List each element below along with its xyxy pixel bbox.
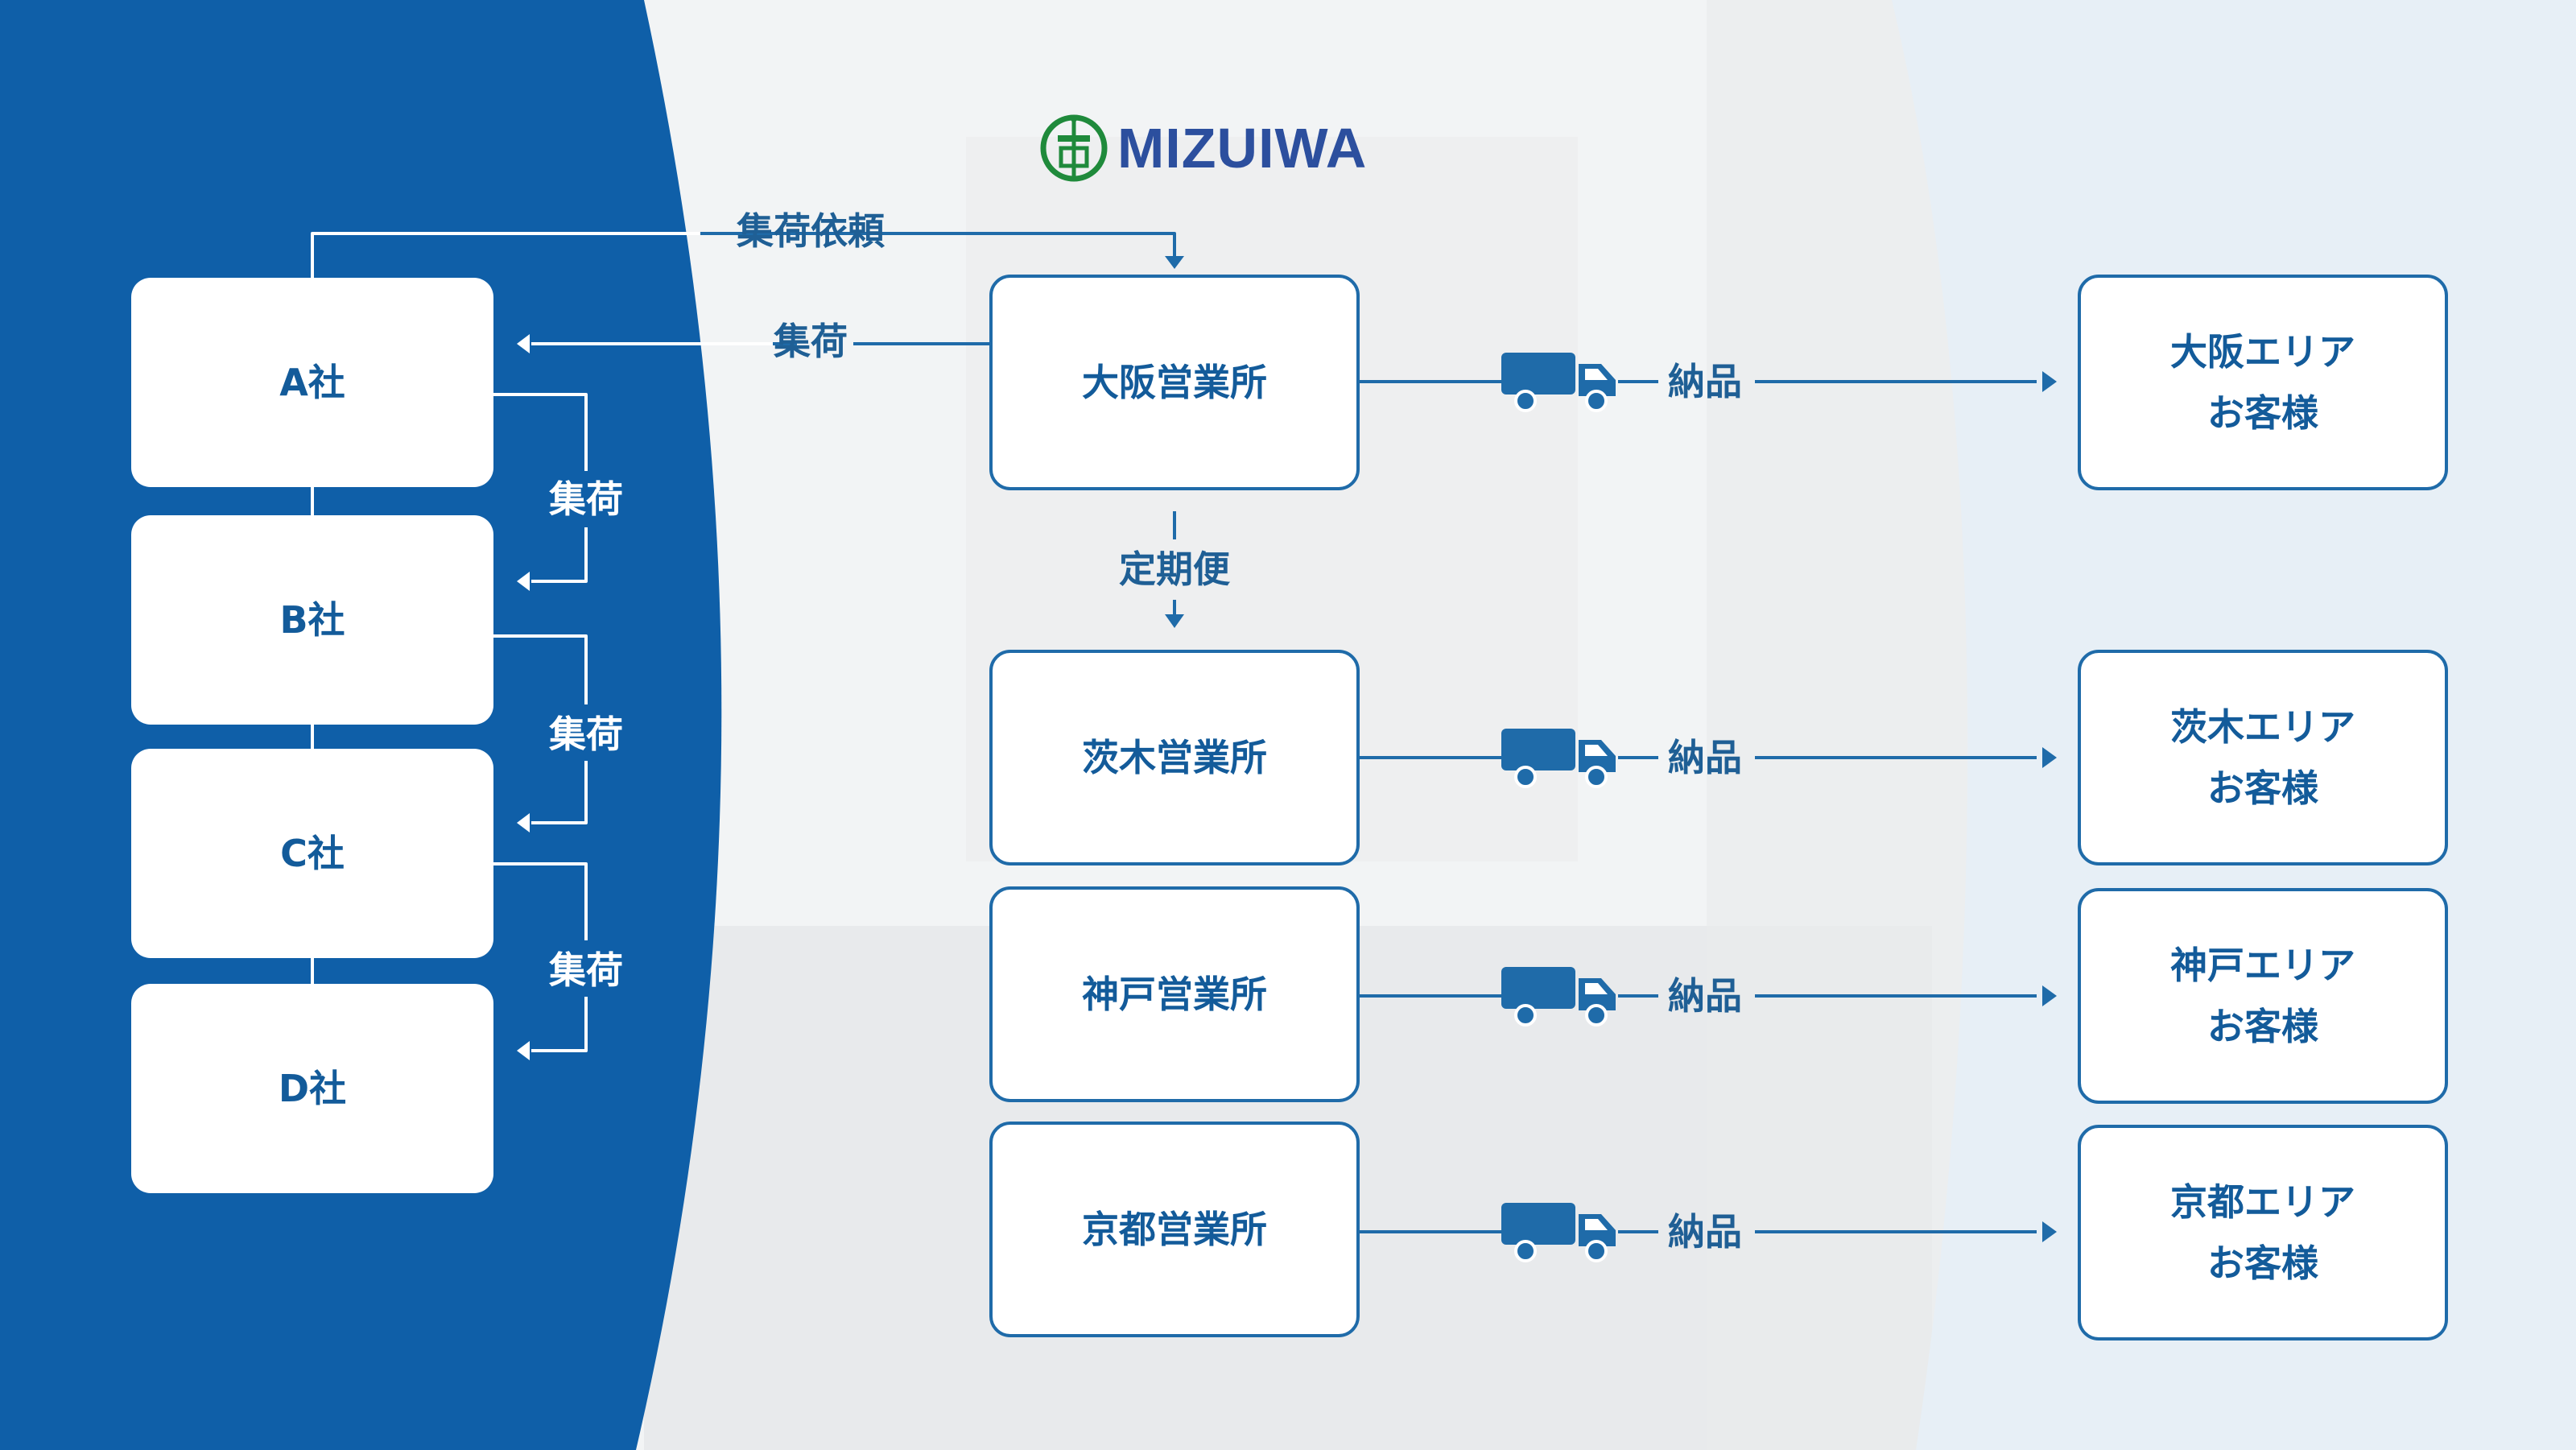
customer-ibaraki-label: お客様 — [2207, 766, 2318, 810]
pickup-b-to-c-label: 集荷 — [549, 713, 623, 756]
pickup-from-osaka-label: 集荷 — [774, 320, 848, 363]
office-osaka-label: 大阪営業所 — [1082, 361, 1267, 404]
pickup-a-to-b-label: 集荷 — [549, 477, 623, 521]
delivery-osaka-label: 納品 — [1668, 360, 1742, 403]
delivery-kobe-label: 納品 — [1668, 974, 1742, 1018]
office-kyoto-box: 京都営業所 — [989, 1122, 1360, 1337]
truck-icon — [1501, 1203, 1616, 1262]
logo-wordmark: MIZUIWA — [1117, 117, 1368, 180]
company-b-label: B社 — [279, 598, 345, 642]
company-a-box: A社 — [131, 278, 493, 487]
office-ibaraki-label: 茨木営業所 — [1082, 736, 1267, 779]
office-osaka-box: 大阪営業所 — [989, 275, 1360, 490]
company-d-box: D社 — [131, 984, 493, 1193]
customer-kobe-box: 神戸エリア お客様 — [2078, 888, 2448, 1104]
delivery-kyoto-label: 納品 — [1668, 1210, 1742, 1254]
company-a-label: A社 — [279, 361, 345, 404]
truck-icon — [1501, 353, 1616, 412]
customer-osaka-label: お客様 — [2207, 391, 2318, 435]
office-kobe-box: 神戸営業所 — [989, 886, 1360, 1102]
customer-kyoto-label: お客様 — [2207, 1241, 2318, 1285]
mizuiwa-logo: MIZUIWA — [1038, 113, 1367, 184]
customer-osaka-area: 大阪エリア — [2170, 330, 2355, 374]
customer-kyoto-area: 京都エリア — [2170, 1180, 2355, 1224]
office-ibaraki-box: 茨木営業所 — [989, 650, 1360, 865]
customer-kyoto-box: 京都エリア お客様 — [2078, 1125, 2448, 1341]
customer-kobe-label: お客様 — [2207, 1005, 2318, 1048]
customer-ibaraki-box: 茨木エリア お客様 — [2078, 650, 2448, 865]
customer-kobe-area: 神戸エリア — [2170, 944, 2355, 987]
regular-service-label: 定期便 — [1119, 547, 1230, 591]
customer-osaka-box: 大阪エリア お客様 — [2078, 275, 2448, 490]
company-c-box: C社 — [131, 749, 493, 958]
company-c-label: C社 — [280, 832, 345, 875]
office-kobe-label: 神戸営業所 — [1082, 973, 1267, 1016]
pickup-c-to-d-label: 集荷 — [549, 948, 623, 992]
office-kyoto-label: 京都営業所 — [1082, 1208, 1267, 1251]
truck-icon — [1501, 967, 1616, 1027]
customer-ibaraki-area: 茨木エリア — [2170, 705, 2355, 749]
company-emblem-icon — [1040, 114, 1108, 182]
pickup-request-label: 集荷依頼 — [737, 209, 885, 253]
delivery-ibaraki-label: 納品 — [1668, 736, 1742, 779]
company-d-label: D社 — [278, 1067, 347, 1110]
truck-icon — [1501, 729, 1616, 788]
company-b-box: B社 — [131, 515, 493, 725]
